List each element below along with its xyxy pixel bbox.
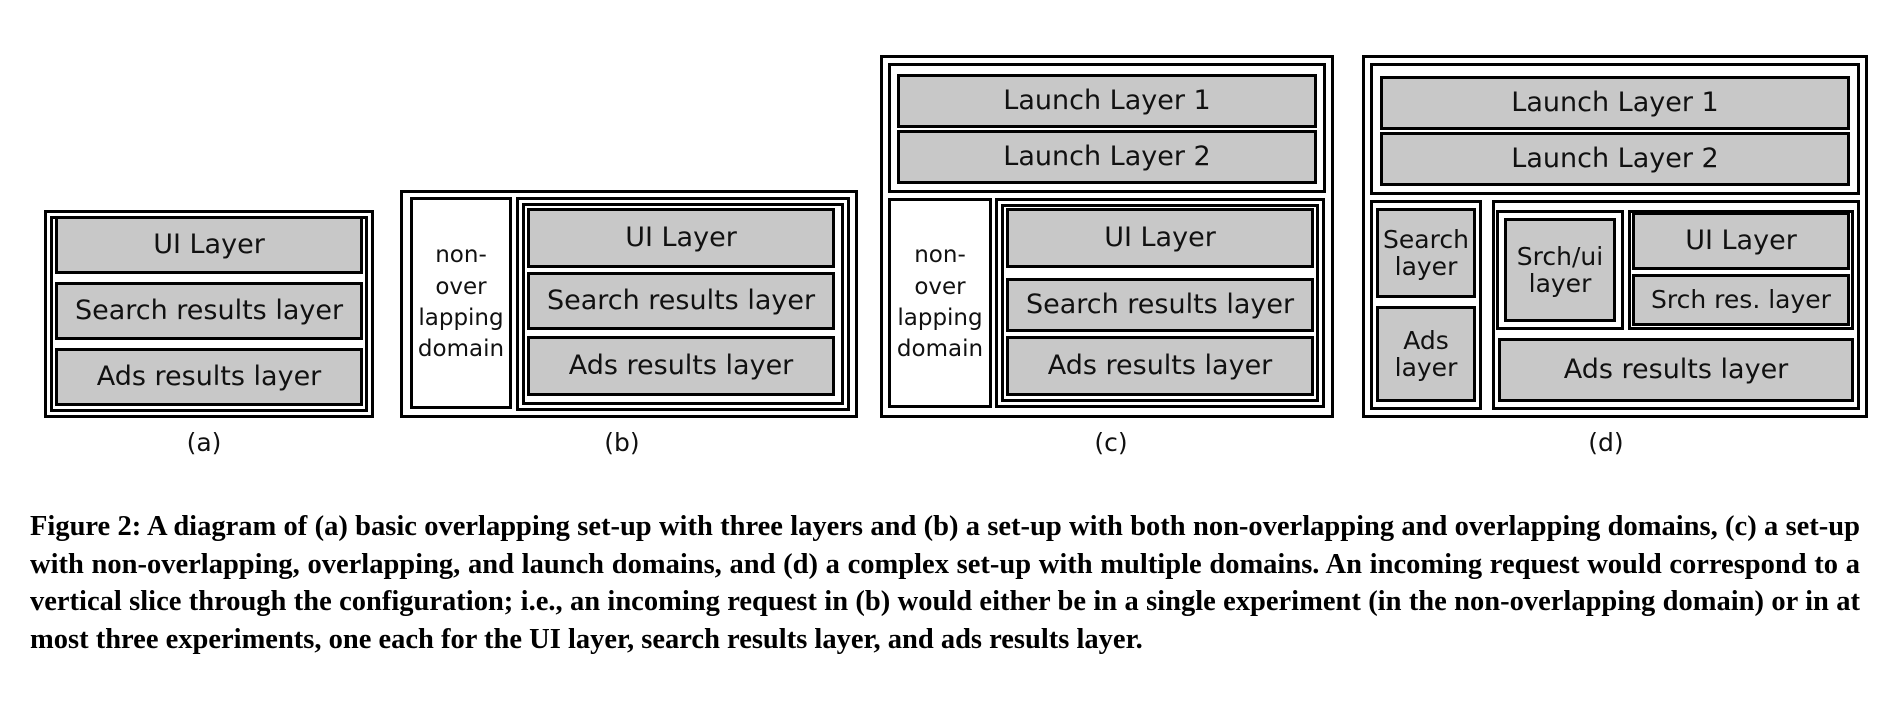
- panel-c-launch-layer-1: Launch Layer 1: [897, 74, 1317, 128]
- panel-c-search-layer: Search results layer: [1006, 278, 1314, 332]
- panel-d-ui-layer: UI Layer: [1632, 212, 1850, 270]
- figure-caption: Figure 2: A diagram of (a) basic overlap…: [30, 511, 1860, 655]
- panel-a-search-layer: Search results layer: [55, 282, 363, 340]
- panel-b-nonoverlapping-domain: non- over lapping domain: [410, 197, 512, 409]
- panel-c-label: (c): [1094, 428, 1128, 457]
- panel-c-ads-layer: Ads results layer: [1006, 336, 1314, 396]
- panel-c-ui-layer: UI Layer: [1006, 208, 1314, 268]
- panel-b-ads-layer: Ads results layer: [527, 336, 835, 396]
- panel-d-ads-results-layer: Ads results layer: [1498, 338, 1854, 402]
- panel-d-srch-res-layer: Srch res. layer: [1632, 274, 1850, 326]
- panel-d-label: (d): [1588, 428, 1624, 457]
- panel-a-ui-layer: UI Layer: [55, 216, 363, 274]
- panel-a-label: (a): [186, 428, 222, 457]
- panel-b-label: (b): [604, 428, 640, 457]
- panel-d-ads-layer: Ads layer: [1376, 306, 1476, 402]
- panel-d-launch-layer-1: Launch Layer 1: [1380, 76, 1850, 130]
- panel-d-launch-layer-2: Launch Layer 2: [1380, 132, 1850, 186]
- panel-b-search-layer: Search results layer: [527, 272, 835, 330]
- panel-a-ads-layer: Ads results layer: [55, 348, 363, 406]
- panel-d-srch-ui-layer: Srch/ui layer: [1504, 218, 1616, 322]
- panel-d-search-layer: Search layer: [1376, 208, 1476, 298]
- panel-c-launch-layer-2: Launch Layer 2: [897, 130, 1317, 184]
- panel-c-nonoverlapping-domain: non- over lapping domain: [888, 198, 992, 408]
- panel-b-ui-layer: UI Layer: [527, 208, 835, 268]
